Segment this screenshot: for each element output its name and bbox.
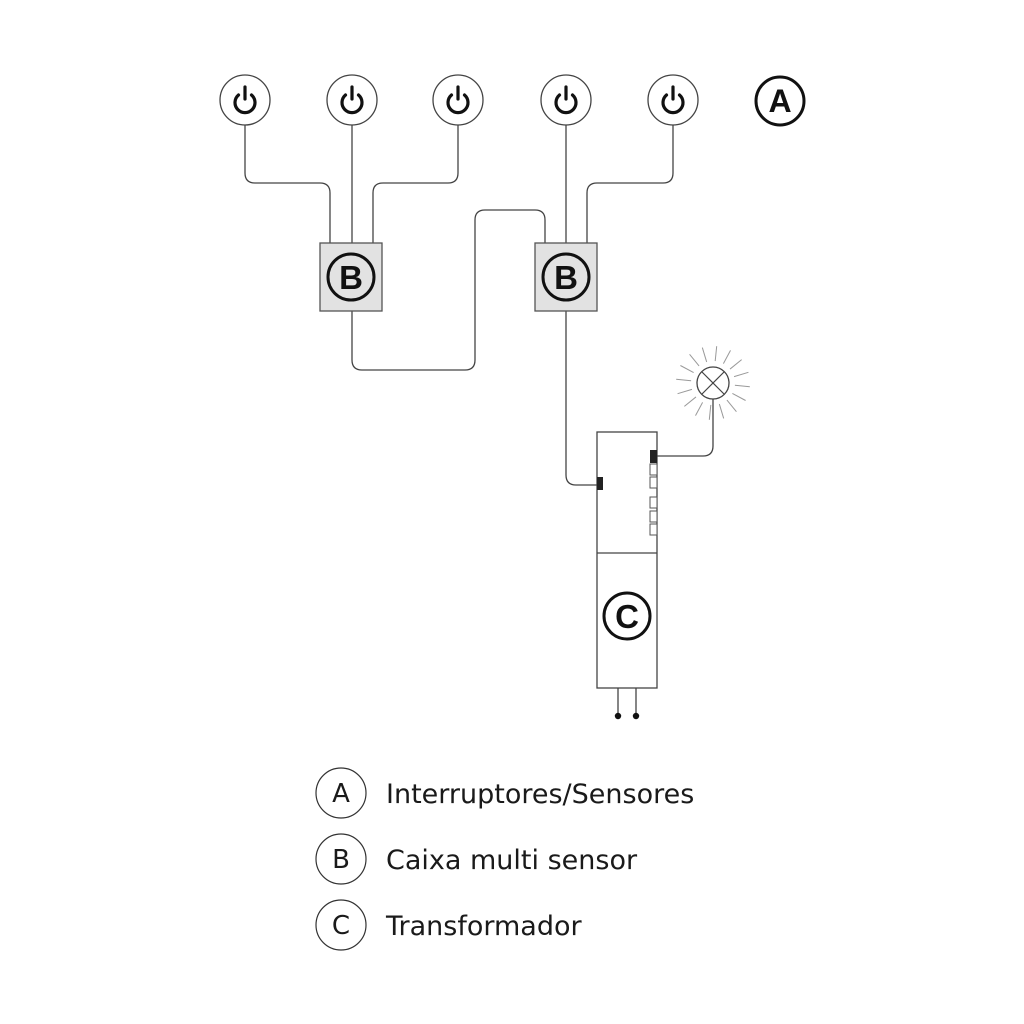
transformer: C (596, 431, 658, 689)
svg-text:A: A (768, 83, 791, 119)
wire-lamp (657, 397, 714, 457)
power-terminal (614, 712, 622, 720)
wire-switch-1 (244, 125, 331, 243)
switch-2 (326, 74, 378, 126)
svg-text:B: B (339, 259, 363, 296)
power-icon (233, 85, 257, 115)
multi-sensor-box-2: B (534, 242, 598, 312)
power-terminal (632, 712, 640, 720)
legend-item: C Transformador (315, 899, 583, 951)
power-icon (340, 85, 364, 115)
legend-key: A (332, 779, 350, 809)
switch-5 (647, 74, 699, 126)
svg-text:B: B (554, 259, 578, 296)
wires (244, 125, 714, 720)
switch-4 (540, 74, 592, 126)
power-icon (446, 85, 470, 115)
legend-item: A Interruptores/Sensores (315, 767, 694, 819)
legend-text: Interruptores/Sensores (386, 779, 694, 810)
legend-text: Transformador (385, 911, 583, 942)
svg-text:C: C (615, 598, 639, 635)
legend-key: C (332, 911, 350, 941)
output-connector (650, 450, 657, 463)
label-a-badge: A (754, 75, 806, 127)
power-icon (554, 85, 578, 115)
lamp-icon (676, 346, 750, 420)
switches (219, 74, 699, 126)
wire-switch-3 (372, 125, 459, 243)
wire-switch-5 (586, 125, 674, 243)
wire-box-to-transformer (565, 311, 597, 486)
input-connector (597, 477, 603, 490)
legend-item: B Caixa multi sensor (315, 833, 638, 885)
multi-sensor-box-1: B (319, 242, 383, 312)
switch-1 (219, 74, 271, 126)
legend-text: Caixa multi sensor (386, 845, 638, 876)
legend-key: B (332, 845, 350, 875)
power-icon (661, 85, 685, 115)
wire-box-link (351, 209, 546, 371)
switch-3 (432, 74, 484, 126)
